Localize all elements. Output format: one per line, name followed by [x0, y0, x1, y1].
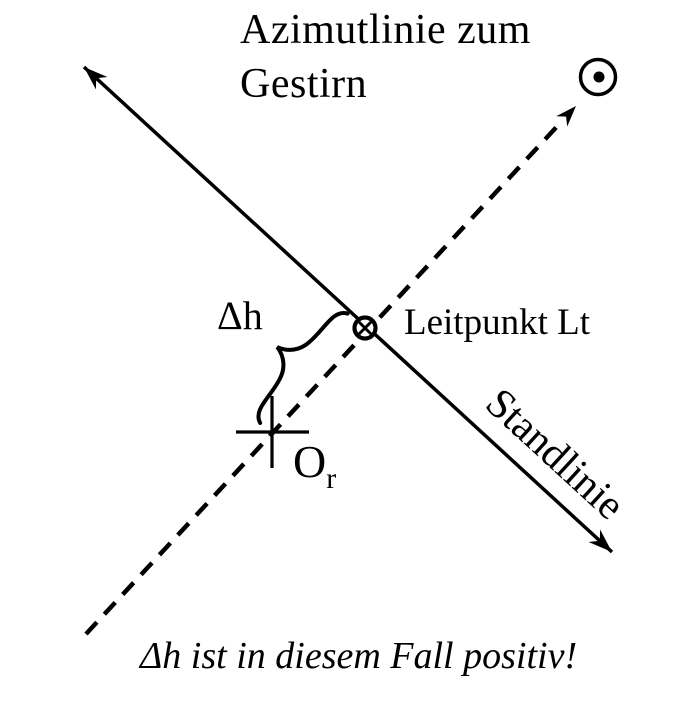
azimuth-line — [84, 118, 565, 636]
title-line-1: Azimutlinie zum — [240, 7, 531, 53]
observed-position-cross-icon — [236, 396, 309, 468]
arrowhead-up-left-icon — [84, 67, 108, 90]
sun-icon — [578, 57, 618, 97]
leitpunkt-marker-icon — [352, 315, 378, 341]
caption: Δh ist in diesem Fall positiv! — [138, 635, 577, 677]
arrowhead-azimuth-icon — [556, 106, 576, 127]
standlinie-line — [82, 65, 614, 554]
standlinie-label: Standlinie — [477, 380, 634, 529]
title-line-2: Gestirn — [240, 61, 367, 107]
observed-position-letter: O — [293, 436, 326, 487]
delta-h-brace — [256, 311, 350, 425]
arrowhead-down-right-icon — [588, 529, 612, 552]
delta-h-label: Δh — [217, 293, 263, 338]
observed-position-subscript: r — [326, 462, 336, 495]
leitpunkt-label: Leitpunkt Lt — [404, 302, 591, 343]
observed-position-label: Or — [293, 436, 336, 495]
